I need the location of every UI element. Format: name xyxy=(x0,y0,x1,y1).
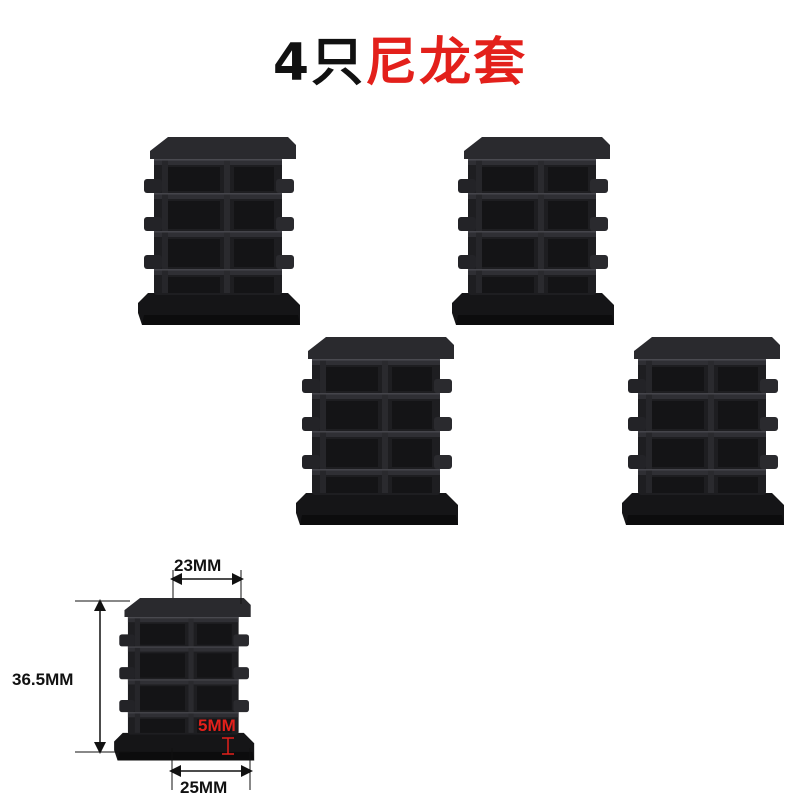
dimension-height: 36.5MM xyxy=(12,670,74,689)
title-product-name: 尼龙套 xyxy=(365,33,528,93)
dimension-cap-image xyxy=(114,598,256,764)
nylon-cap-image-1 xyxy=(138,137,302,329)
dimension-bottom-width: 25MM xyxy=(180,778,228,797)
page-title: 4只尼龙套 xyxy=(0,28,800,98)
title-count: 4只 xyxy=(272,33,366,93)
dimension-top-width: 23MM xyxy=(174,556,222,575)
dimension-lip: 5MM xyxy=(198,716,236,735)
nylon-cap-image-2 xyxy=(452,137,616,329)
nylon-cap-image-3 xyxy=(296,337,460,529)
nylon-cap-image-4 xyxy=(622,337,786,529)
